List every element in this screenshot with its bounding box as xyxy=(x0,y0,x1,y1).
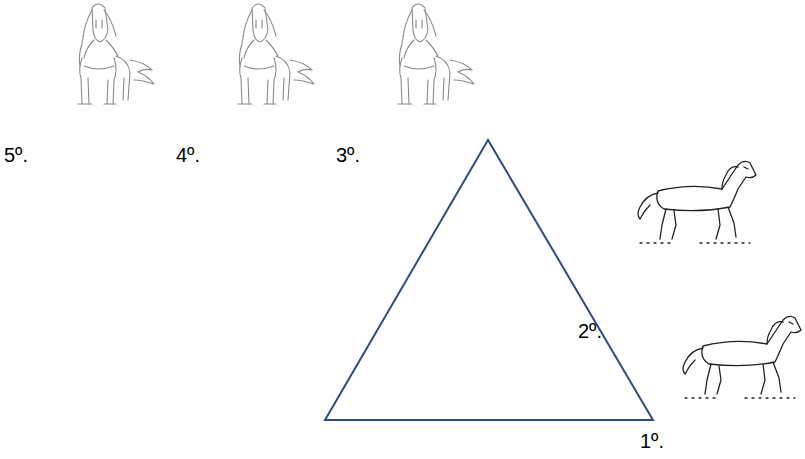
position-label: 2º. xyxy=(578,320,602,342)
position-label: 4º. xyxy=(176,144,200,166)
position-label: 5º. xyxy=(4,144,28,166)
triangle-track xyxy=(325,140,653,420)
position-label: 3º. xyxy=(336,144,360,166)
position-label: 1º. xyxy=(640,430,664,452)
